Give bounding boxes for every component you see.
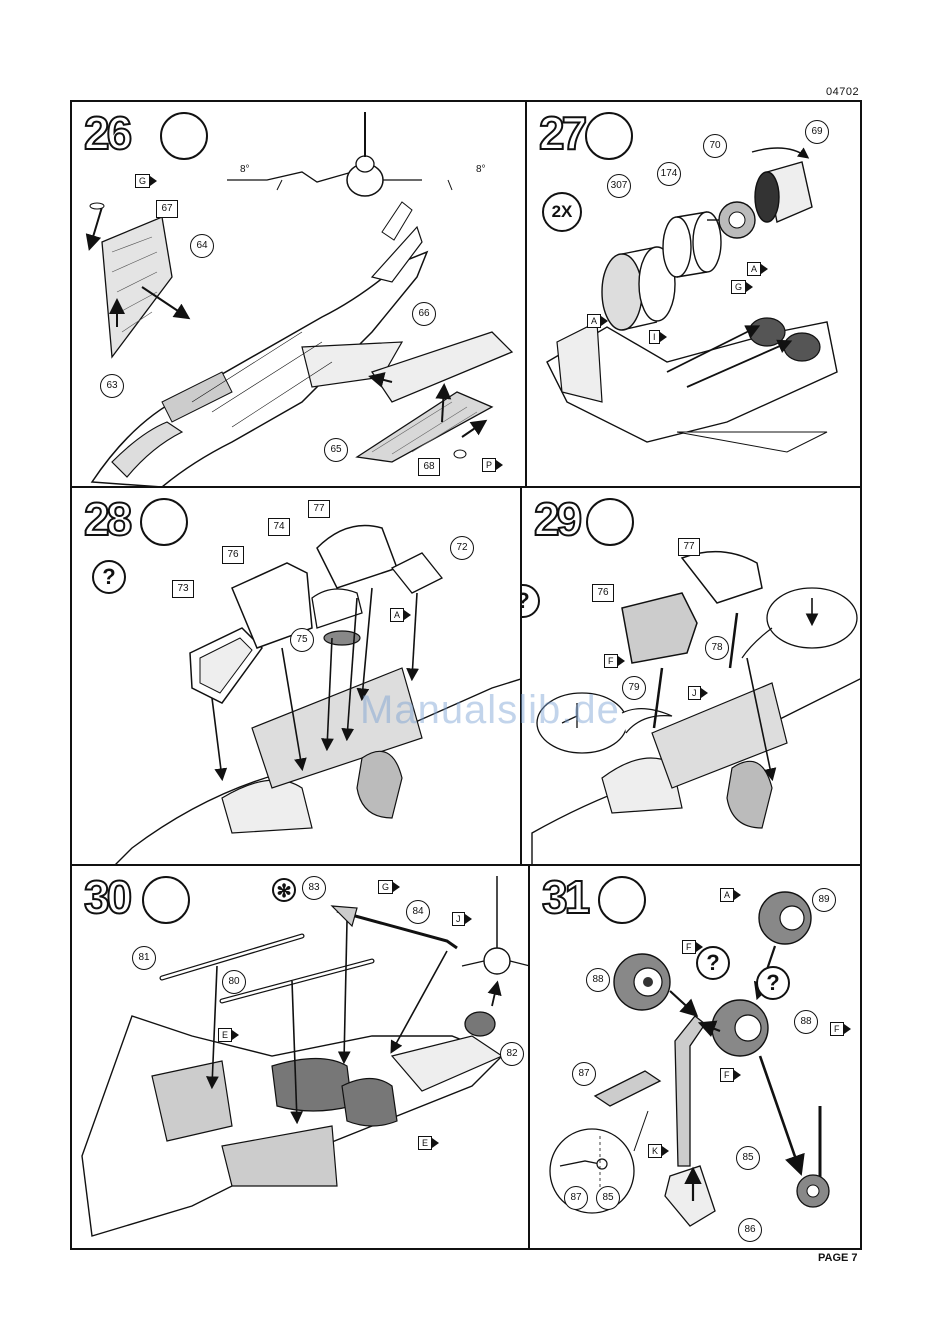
step-number: 31 [542,874,587,920]
part-number: 64 [190,234,214,258]
step-26-drawing [72,102,527,488]
step-29-panel: 29 ? 77 76 78 79 F J [520,486,862,866]
part-number: 68 [418,458,440,476]
part-number: 78 [705,636,729,660]
page-number: PAGE 7 [818,1252,858,1264]
part-number: 87 [564,1186,588,1210]
step-27-drawing [527,102,862,488]
part-tree-tag: F [830,1022,844,1036]
part-number: 84 [406,900,430,924]
part-number: 81 [132,946,156,970]
part-tree-tag: K [648,1144,662,1158]
part-tree-tag: E [218,1028,232,1042]
step-30-panel: 30 ✻ 83 84 81 80 82 G J E E [70,864,530,1250]
quantity-badge: 2X [542,192,582,232]
part-number: 75 [290,628,314,652]
part-number: 89 [812,888,836,912]
step-number: 29 [534,496,579,542]
part-number: 66 [412,302,436,326]
part-number: 65 [324,438,348,462]
angle-label-right: 8° [476,164,486,175]
part-tree-tag: E [418,1136,432,1150]
part-tree-tag: A [587,314,601,328]
part-number: 307 [607,174,631,198]
part-number: 82 [500,1042,524,1066]
part-number: 85 [736,1146,760,1170]
part-tree-tag: I [649,330,660,344]
glue-icon [586,498,634,546]
instruction-sheet: 26 8° 8° G 67 64 63 66 65 68 P [70,100,862,1250]
part-number: 88 [586,968,610,992]
part-number: 77 [308,500,330,518]
glue-icon [585,112,633,160]
step-26-panel: 26 8° 8° G 67 64 63 66 65 68 P [70,100,527,488]
part-tree-tag: J [452,912,465,926]
part-tree-tag: A [720,888,734,902]
part-number: 72 [450,536,474,560]
glue-icon [598,876,646,924]
part-number: 67 [156,200,178,218]
part-tree-tag: P [482,458,496,472]
question-mark-icon: ? [756,966,790,1000]
watermark: Manualslib.de [360,688,620,733]
step-28-panel: 28 ? 77 74 76 72 73 75 A [70,486,522,866]
part-tree-tag: A [390,608,404,622]
optional-star-icon: ✻ [272,878,296,902]
part-tree-tag: F [720,1068,734,1082]
part-number: 77 [678,538,700,556]
part-number: 63 [100,374,124,398]
step-number: 27 [539,110,584,156]
part-number: 85 [596,1186,620,1210]
glue-icon [140,498,188,546]
part-number: 76 [222,546,244,564]
part-number: 76 [592,584,614,602]
part-number: 87 [572,1062,596,1086]
document-code: 04702 [826,86,859,98]
part-number: 79 [622,676,646,700]
part-tree-tag: J [688,686,701,700]
part-tree-tag: A [747,262,761,276]
part-tree-tag: F [682,940,696,954]
step-31-panel: 31 ? ? 89 88 88 87 85 86 87 85 A F F F K [528,864,862,1250]
part-number: 88 [794,1010,818,1034]
glue-icon [160,112,208,160]
part-number: 74 [268,518,290,536]
angle-label-left: 8° [240,164,250,175]
part-tree-tag: F [604,654,618,668]
part-number: 73 [172,580,194,598]
part-number: 70 [703,134,727,158]
step-number: 30 [84,874,129,920]
part-number: 69 [805,120,829,144]
part-tree-tag: G [135,174,150,188]
part-tree-tag: G [731,280,746,294]
step-27-panel: 27 2X 307 174 70 69 A I G A [525,100,862,488]
step-number: 26 [84,110,129,156]
part-number: 86 [738,1218,762,1242]
step-number: 28 [84,496,129,542]
part-number: 80 [222,970,246,994]
part-tree-tag: G [378,880,393,894]
question-mark-icon: ? [92,560,126,594]
glue-icon [142,876,190,924]
part-number: 83 [302,876,326,900]
part-number: 174 [657,162,681,186]
